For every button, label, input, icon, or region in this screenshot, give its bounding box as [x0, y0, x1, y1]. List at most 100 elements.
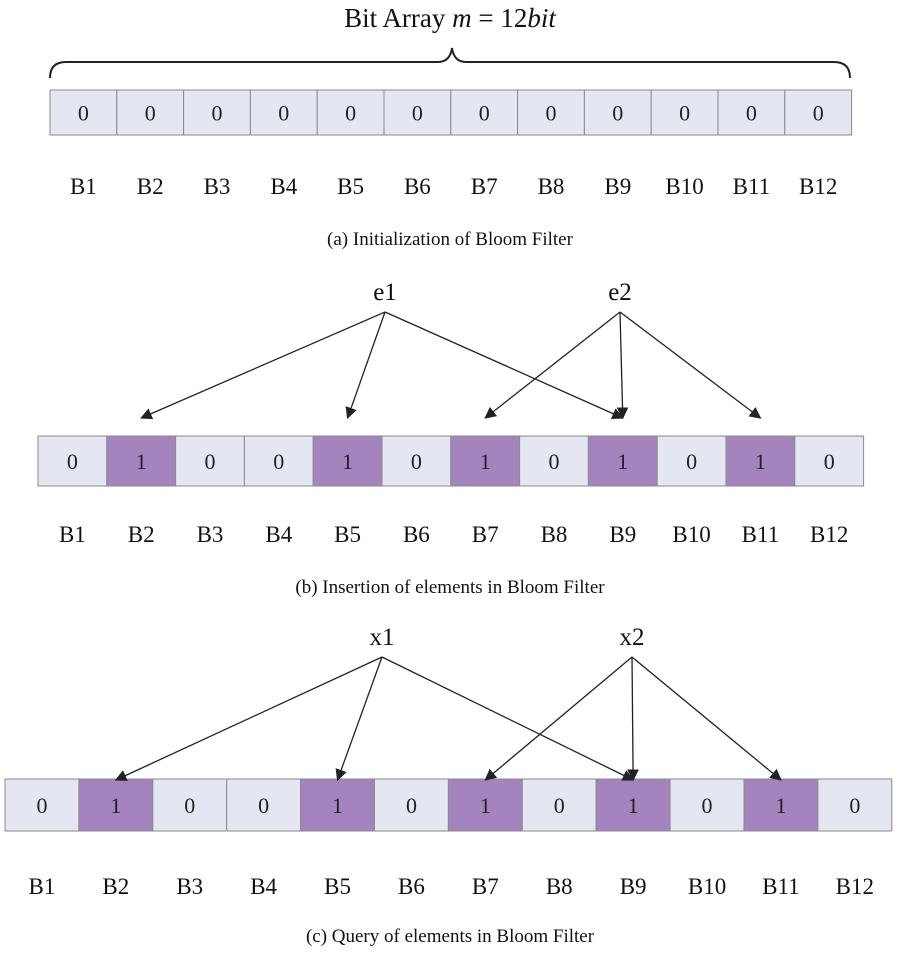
bit-label: B1 [70, 174, 97, 199]
hash-arrow [627, 656, 639, 782]
bit-label: B5 [324, 874, 351, 899]
bit-cell [300, 778, 376, 832]
bit-label: B4 [265, 522, 292, 547]
bit-label: B11 [762, 874, 800, 899]
title-bit: bit [527, 3, 556, 33]
bit-value: 0 [679, 101, 690, 126]
bit-label: B12 [810, 522, 848, 547]
bit-cell [517, 89, 585, 136]
bit-cell [743, 778, 819, 832]
bit-value: 0 [554, 793, 565, 818]
bit-cell [152, 778, 228, 832]
bit-value: 0 [686, 449, 697, 474]
bit-cell [794, 435, 865, 487]
bit-value: 0 [849, 793, 860, 818]
bit-label: B8 [546, 874, 573, 899]
bit-value: 0 [411, 449, 422, 474]
bit-label: B11 [742, 522, 780, 547]
title-eq: = 12 [471, 3, 528, 33]
bit-label: B8 [541, 522, 568, 547]
bit-cell [116, 89, 185, 136]
bit-value: 0 [273, 449, 284, 474]
element-label-x2: x2 [620, 624, 645, 651]
hash-arrow [114, 656, 383, 781]
bit-value: 0 [278, 101, 289, 126]
bit-value: 0 [406, 793, 417, 818]
caption-c: (c) Query of elements in Bloom Filter [305, 926, 595, 947]
caption-a: (a) Initialization of Bloom Filter [327, 229, 573, 250]
bit-label: B10 [688, 874, 726, 899]
bit-label: B2 [137, 174, 164, 199]
bit-cell [447, 778, 523, 832]
bit-value: 1 [480, 793, 491, 818]
bit-label: B6 [403, 522, 430, 547]
bit-value: 0 [824, 449, 835, 474]
bit-value: 1 [617, 449, 628, 474]
hash-arrow [381, 656, 635, 781]
bit-label: B9 [604, 174, 631, 199]
bit-value: 0 [78, 101, 89, 126]
bit-label: B5 [337, 174, 364, 199]
bit-cell [383, 89, 452, 136]
bit-label: B11 [733, 174, 771, 199]
bit-cell [784, 89, 853, 136]
bit-cell [243, 435, 314, 487]
element-label-e2: e2 [608, 279, 632, 306]
hash-arrow [335, 656, 383, 782]
title-prefix: Bit Array [344, 3, 453, 33]
bit-cell [583, 89, 652, 136]
bit-cell [817, 778, 893, 832]
hash-arrow [140, 311, 386, 420]
bit-value: 0 [67, 449, 78, 474]
bit-value: 0 [746, 101, 757, 126]
bit-value: 0 [612, 101, 623, 126]
bit-cell [49, 89, 118, 136]
bit-label: B12 [799, 174, 837, 199]
bit-value: 1 [136, 449, 147, 474]
bit-label: B1 [59, 522, 86, 547]
bit-label: B5 [334, 522, 361, 547]
bit-cell [381, 435, 452, 487]
bit-label: B3 [197, 522, 224, 547]
bit-cell [450, 89, 519, 136]
bit-value: 0 [184, 793, 195, 818]
bit-cell [37, 435, 108, 487]
bit-label: B4 [250, 874, 277, 899]
bit-value: 0 [258, 793, 269, 818]
bit-cell [656, 435, 727, 487]
bit-label: B2 [102, 874, 129, 899]
bit-value: 1 [775, 793, 786, 818]
bit-label: B6 [404, 174, 431, 199]
diagram-title: Bit Array m = 12bit [0, 0, 900, 36]
bit-array-brace [49, 47, 851, 79]
bit-cell [650, 89, 719, 136]
bit-value: 1 [628, 793, 639, 818]
hash-arrow [631, 656, 782, 781]
bit-label: B9 [609, 522, 636, 547]
bit-label: B3 [176, 874, 203, 899]
bit-cell [450, 435, 521, 487]
bit-label: B8 [538, 174, 565, 199]
bit-value: 0 [205, 449, 216, 474]
bit-value: 0 [36, 793, 47, 818]
bit-value: 0 [702, 793, 713, 818]
bit-cell [595, 778, 671, 832]
bit-cell [106, 435, 177, 487]
element-label-e1: e1 [373, 279, 397, 306]
bit-label: B7 [471, 174, 498, 199]
bit-value: 0 [212, 101, 223, 126]
bit-cell [249, 89, 318, 136]
bit-value: 0 [479, 101, 490, 126]
bit-value: 0 [145, 101, 156, 126]
bit-label: B4 [270, 174, 297, 199]
title-m: m [452, 3, 472, 33]
bit-label: B7 [472, 522, 499, 547]
hash-arrow [619, 311, 762, 419]
bit-label: B2 [128, 522, 155, 547]
caption-b: (b) Insertion of elements in Bloom Filte… [295, 577, 605, 598]
